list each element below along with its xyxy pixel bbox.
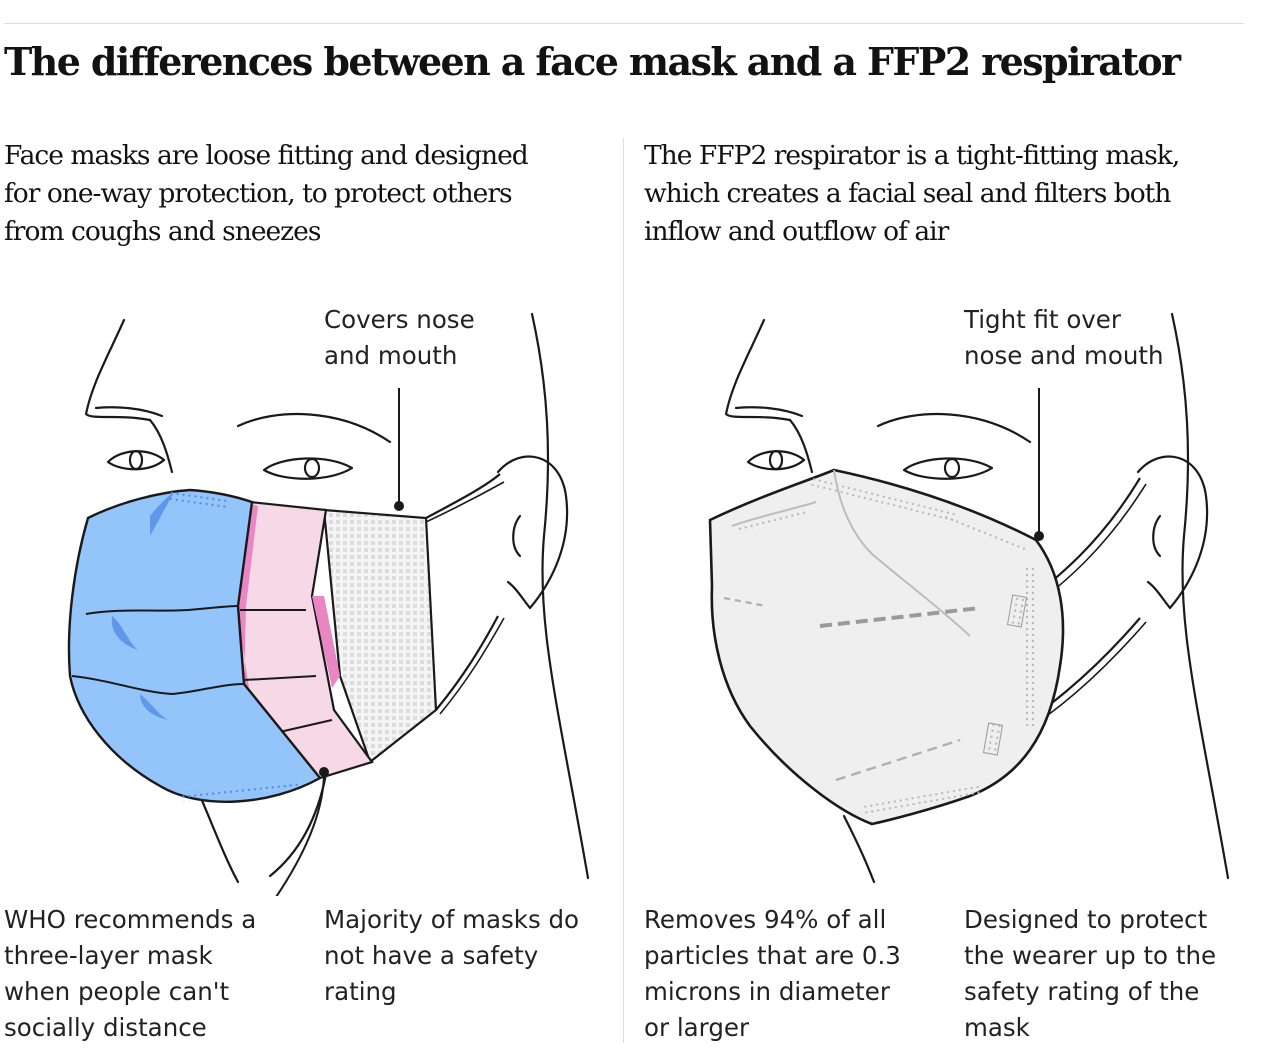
respirator-body	[708, 468, 1065, 826]
eyebrow-left	[734, 406, 804, 418]
head-back	[1170, 312, 1230, 880]
callout-line: the wearer up to the	[964, 941, 1217, 970]
face-mask-intro-line: for one-way protection, to protect other…	[4, 178, 513, 209]
face-mask-intro-line: from coughs and sneezes	[4, 216, 321, 247]
callout-line: Designed to protect	[964, 905, 1208, 934]
center-seam	[819, 606, 981, 628]
callout-line: Majority of masks do	[324, 905, 580, 934]
callout-who-recommendation: WHO recommends a three-layer mask when p…	[4, 902, 256, 1046]
face-mask-illustration	[67, 312, 590, 896]
face-profile	[84, 318, 174, 474]
neck	[842, 814, 876, 884]
callout-safety-rating: Majority of masks do not have a safety r…	[324, 902, 579, 1010]
mask-outer-layer	[67, 488, 322, 803]
top-rule	[4, 23, 1244, 24]
callout-line: microns in diameter	[644, 977, 890, 1006]
callout-line: nose and mouth	[964, 341, 1164, 370]
center-divider	[623, 138, 624, 1043]
eye-right	[902, 457, 994, 480]
eyebrow-right	[876, 413, 1032, 444]
face-mask-intro: Face masks are loose fitting and designe…	[4, 137, 529, 251]
callout-tight-fit: Tight fit over nose and mouth	[964, 302, 1164, 374]
eye-left	[746, 450, 806, 471]
callout-line: Covers nose	[324, 305, 475, 334]
main-title: The differences between a face mask and …	[4, 39, 1181, 84]
eyebrow-left	[94, 406, 164, 418]
respirator-intro: The FFP2 respirator is a tight-fitting m…	[644, 137, 1180, 251]
callout-line: not have a safety	[324, 941, 539, 970]
ear	[1136, 455, 1209, 610]
callout-wearer-protection: Designed to protect the wearer up to the…	[964, 902, 1216, 1046]
mask-inner-layer	[322, 508, 438, 764]
callout-line: safety rating of the	[964, 977, 1200, 1006]
callout-line: or larger	[644, 1013, 750, 1042]
layer-callout-line	[275, 771, 325, 896]
callout-line: Removes 94% of all	[644, 905, 887, 934]
callout-line: socially distance	[4, 1013, 207, 1042]
callout-filtration: Removes 94% of all particles that are 0.…	[644, 902, 901, 1046]
neck	[198, 794, 240, 884]
callout-line: three-layer mask	[4, 941, 213, 970]
callout-line: Tight fit over	[964, 305, 1121, 334]
callout-line: WHO recommends a	[4, 905, 257, 934]
head-back	[530, 312, 590, 880]
respirator-intro-line: which creates a facial seal and filters …	[644, 178, 1171, 209]
callout-line: and mouth	[324, 341, 458, 370]
eyebrow-right	[236, 413, 392, 444]
eye-right	[262, 457, 354, 480]
ear-loop-bottom	[435, 615, 499, 711]
respirator-intro-line: inflow and outflow of air	[644, 216, 949, 247]
callout-line: mask	[964, 1013, 1030, 1042]
ear-loop-top	[425, 473, 501, 519]
face-profile	[724, 318, 814, 474]
face-mask-intro-line: Face masks are loose fitting and designe…	[4, 140, 529, 171]
eye-left	[106, 450, 166, 471]
callout-line: particles that are 0.3	[644, 941, 901, 970]
callout-covers-nose: Covers nose and mouth	[324, 302, 475, 374]
callout-line: rating	[324, 977, 397, 1006]
ear	[496, 455, 569, 610]
respirator-illustration	[708, 312, 1230, 884]
respirator-intro-line: The FFP2 respirator is a tight-fitting m…	[644, 140, 1180, 171]
callout-line: when people can't	[4, 977, 230, 1006]
